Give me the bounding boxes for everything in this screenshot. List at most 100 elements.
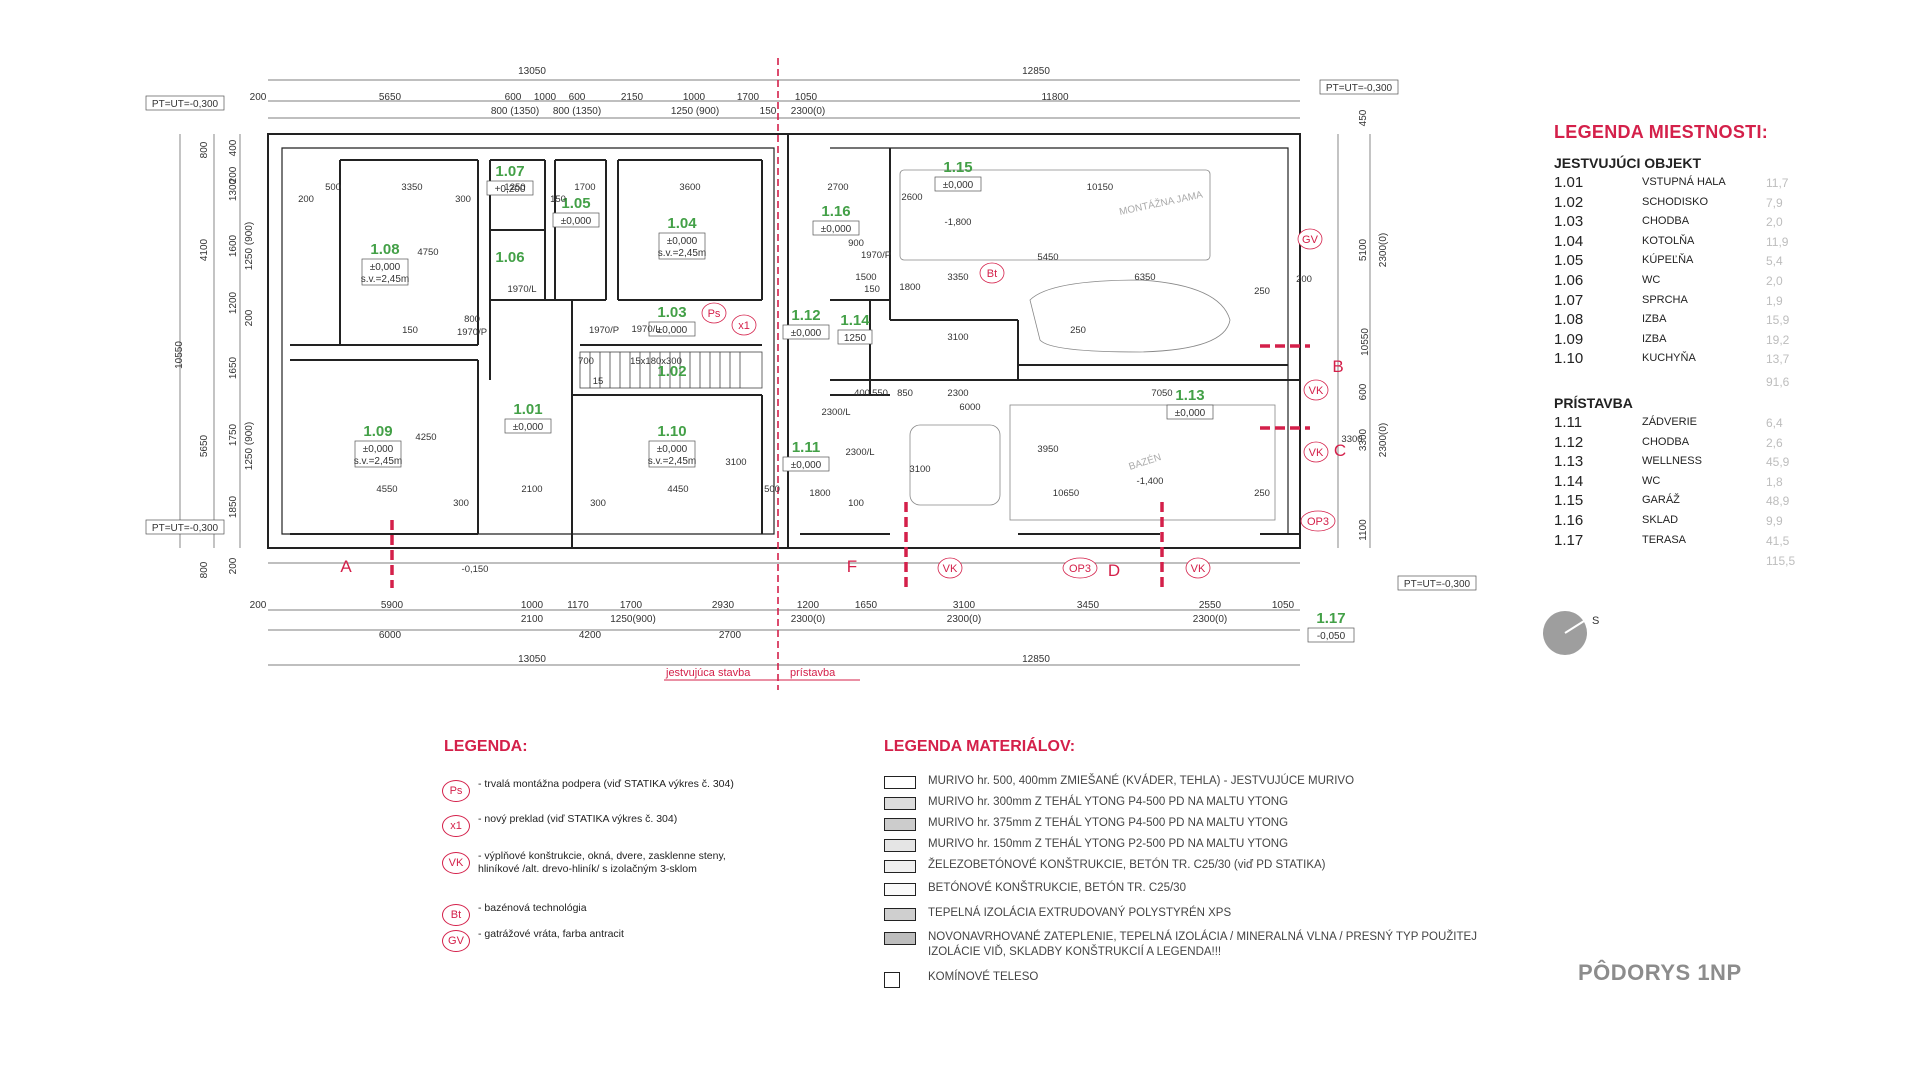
material-swatch	[884, 932, 916, 945]
material-swatch	[884, 860, 916, 873]
level-tag-box	[145, 519, 225, 535]
dimension-text: 800	[199, 561, 210, 578]
symbol-tag: VK	[943, 563, 958, 575]
room-area: 2,0	[1766, 215, 1783, 230]
dimension-text: 400	[854, 388, 870, 399]
level-box	[837, 329, 873, 345]
dimension-text: 1700	[620, 600, 643, 611]
room-code: 1.02	[1554, 193, 1584, 211]
dimension-text: 150	[402, 325, 418, 336]
dimension-text: 1750	[228, 423, 239, 446]
room-level: -0,050	[1317, 631, 1346, 642]
room-number: 1.08	[370, 241, 399, 258]
material-swatch	[884, 839, 916, 852]
dimension-text: 400	[228, 139, 239, 156]
level-box	[648, 321, 696, 337]
dimension-text: 1700	[574, 182, 595, 193]
dimension-text: 200	[250, 92, 267, 103]
legend-title: LEGENDA:	[444, 738, 528, 755]
dimension-text: 250	[1254, 286, 1270, 297]
room-area: 2,6	[1766, 435, 1783, 450]
room-area: 6,4	[1766, 416, 1783, 430]
dimension-text: 1300	[228, 178, 239, 201]
level-box	[486, 180, 534, 196]
room-height: s.v.=2,45m	[648, 456, 696, 467]
dimension-text: 12850	[1022, 654, 1050, 665]
dimension-text: 1250 (900)	[244, 422, 255, 470]
dimension-text: 1200	[228, 291, 239, 314]
dimension-text: 1250	[504, 182, 525, 193]
room-level: ±0,000	[1175, 408, 1206, 419]
dimension-text: 10150	[1087, 182, 1113, 193]
room-level: ±0,000	[370, 262, 401, 273]
room-level: ±0,000	[943, 180, 974, 191]
room-level: +0,200	[495, 184, 526, 195]
level-box	[354, 440, 402, 468]
room-height: s.v.=2,45m	[354, 456, 402, 467]
total-extension: 115,5	[1766, 554, 1796, 568]
room-area: 9,9	[1766, 514, 1783, 528]
room-name: WELLNESS	[1642, 455, 1702, 468]
dimension-text: 3350	[401, 182, 422, 193]
dimension-text: 800	[464, 314, 480, 325]
dimension-text: 1250 (900)	[671, 106, 719, 117]
room-name: KÚPEĽŇA	[1642, 254, 1694, 267]
dimension-text: 300	[455, 194, 471, 205]
dimension-text: 3300	[1341, 434, 1362, 445]
level-box	[812, 220, 860, 236]
level-tag-box	[145, 95, 225, 111]
room-level: ±0,000	[363, 444, 394, 455]
room-name: KUCHYŇA	[1642, 352, 1696, 365]
dimension-text: 11800	[1041, 92, 1069, 103]
room-code: 1.07	[1554, 291, 1584, 309]
room-number: 1.13	[1175, 387, 1204, 404]
level-tags: PT=UT=-0,300PT=UT=-0,300PT=UT=-0,300PT=U…	[145, 79, 1477, 591]
material-swatch	[884, 776, 916, 789]
dimension-text: 550	[872, 388, 888, 399]
dimension-text: 2600	[901, 192, 922, 203]
room-area: 15,9	[1766, 313, 1790, 328]
room-code: 1.11	[1554, 414, 1583, 431]
level-box	[934, 176, 982, 192]
room-code: 1.16	[1554, 512, 1584, 529]
room-number: 1.07	[495, 163, 524, 180]
material-swatch	[884, 818, 916, 831]
dimension-text: 200	[228, 166, 239, 183]
room-code: 1.13	[1554, 453, 1584, 471]
section-marker: D	[1108, 561, 1120, 580]
dimension-text: 500	[764, 484, 780, 495]
dimension-text: 200	[228, 557, 239, 574]
symbol-tag-circle	[731, 314, 757, 336]
room-name: CHODBA	[1642, 435, 1690, 448]
room-number: 1.15	[943, 159, 972, 176]
material-text: MURIVO hr. 150mm Z TEHÁL YTONG P2-500 PD…	[928, 838, 1289, 850]
section-marker: C	[1334, 441, 1346, 460]
room-number: 1.16	[821, 203, 850, 220]
dimension-text: 4550	[376, 484, 397, 495]
room-code: 1.10	[1554, 350, 1584, 368]
staircase	[579, 351, 763, 389]
dimension-text: 5450	[1037, 252, 1058, 263]
room-number: 1.02	[657, 363, 686, 380]
dimension-text: 800 (1350)	[491, 106, 539, 117]
dimension-text: 2300	[947, 388, 968, 399]
dimension-text: 250	[1254, 488, 1270, 499]
legend-text: - bazénová technológia	[478, 902, 587, 914]
room-code: 1.04	[1554, 232, 1584, 250]
symbol-tag-circle	[937, 557, 963, 579]
material-text: ŽELEZOBETÓNOVÉ KONŠTRUKCIE, BETÓN TR. C2…	[928, 859, 1326, 871]
dimension-text: 300	[453, 498, 469, 509]
room-name: IZBA	[1642, 313, 1667, 326]
dimension-text: 1970/P	[457, 327, 487, 338]
level-box	[648, 440, 696, 468]
room-code: 1.12	[1554, 433, 1584, 451]
room-area: 7,9	[1766, 195, 1783, 210]
dimension-text: 1250 (900)	[244, 222, 255, 270]
dimension-text: 2300(0)	[1378, 233, 1389, 267]
room-number: 1.09	[363, 423, 392, 440]
